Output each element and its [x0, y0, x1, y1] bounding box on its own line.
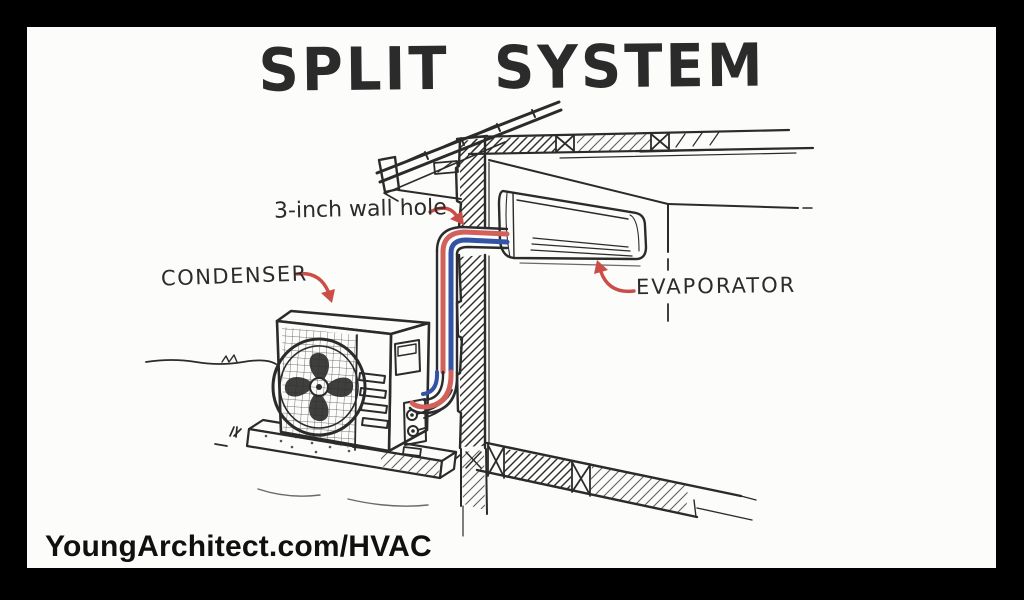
- label-wall-hole: 3-inch wall hole: [273, 195, 448, 224]
- side-vents: [358, 372, 389, 429]
- fascia: [377, 155, 401, 194]
- label-condenser: CONDENSER: [160, 261, 309, 291]
- foundation: [460, 448, 488, 537]
- footer-url: YoungArchitect.com/HVAC: [45, 530, 432, 563]
- annotation-arrows: [295, 206, 636, 303]
- refrigerant-lines: [408, 225, 510, 415]
- wall-hole: [460, 255, 484, 447]
- canvas-background: [27, 27, 996, 568]
- label-evaporator: EVAPORATOR: [635, 272, 797, 300]
- soffit: [397, 189, 462, 200]
- condenser-unit: [271, 309, 456, 453]
- floor-x-mark: [571, 460, 591, 497]
- exterior-wall-section: [433, 134, 490, 537]
- condenser-arrow-icon: [295, 271, 335, 303]
- floor-section: [406, 441, 757, 521]
- fan-grille: [282, 327, 357, 450]
- interior-room-lines: [488, 159, 813, 322]
- ceiling-joists: [467, 128, 815, 159]
- evaporator-vents: [530, 237, 633, 257]
- evaporator-unit: [497, 189, 648, 267]
- blocking-x-mark: [555, 134, 575, 153]
- blocking-x-mark: [650, 132, 670, 151]
- concrete-speckles: [264, 434, 351, 454]
- evaporator-arrow-icon: [594, 260, 636, 294]
- wall-hole-arrow-icon: [428, 206, 464, 225]
- floor-x-mark: [487, 443, 505, 479]
- grass-tuft: [229, 426, 242, 438]
- connection-cover: [394, 339, 421, 376]
- pipe-u-bend: [408, 370, 459, 415]
- diagram-title: SPLIT SYSTEM: [258, 31, 766, 106]
